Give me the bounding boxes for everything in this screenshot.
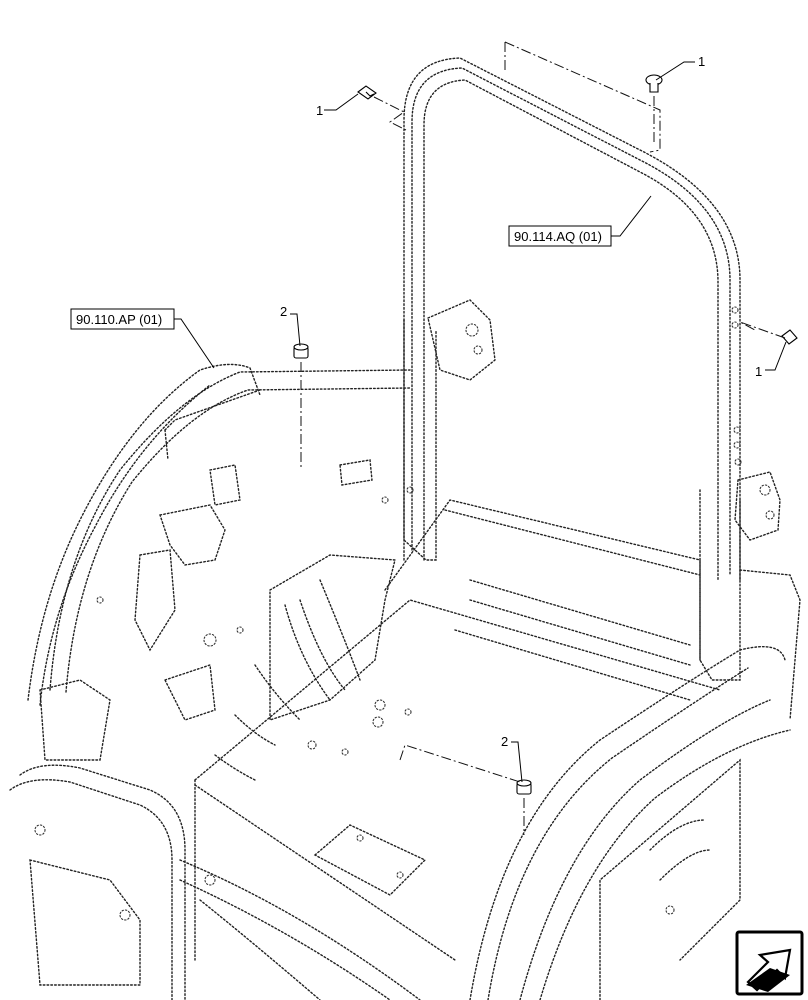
plug-top — [293, 343, 309, 359]
bolt-top-right — [645, 74, 663, 93]
ref-box-frame[interactable]: 90.110.AP (01) — [70, 308, 175, 330]
callout-plug-top: 2 — [280, 304, 287, 319]
right-rail-frame — [469, 569, 801, 1000]
callout-leaders — [174, 61, 787, 783]
callout-bolt-right: 1 — [755, 364, 762, 379]
left-brackets — [39, 459, 414, 761]
bolt-right — [781, 329, 798, 345]
ref-label-frame: 90.110.AP (01) — [76, 312, 162, 327]
lower-left-housing — [9, 764, 421, 1000]
callout-plug-bottom: 2 — [501, 734, 508, 749]
ref-box-rops[interactable]: 90.114.AQ (01) — [508, 225, 612, 247]
bolt-left — [357, 85, 377, 100]
rops-frame — [403, 57, 781, 681]
floor-deck — [194, 499, 721, 961]
center-panel — [214, 554, 396, 781]
callout-bolt-left: 1 — [316, 103, 323, 118]
installation-lines — [300, 41, 786, 835]
left-rail-frame — [27, 363, 411, 706]
callout-bolt-top-right: 1 — [698, 54, 705, 69]
view-direction-arrow-icon — [735, 930, 804, 996]
ref-label-rops: 90.114.AQ (01) — [514, 229, 602, 244]
plug-bottom — [516, 779, 532, 795]
